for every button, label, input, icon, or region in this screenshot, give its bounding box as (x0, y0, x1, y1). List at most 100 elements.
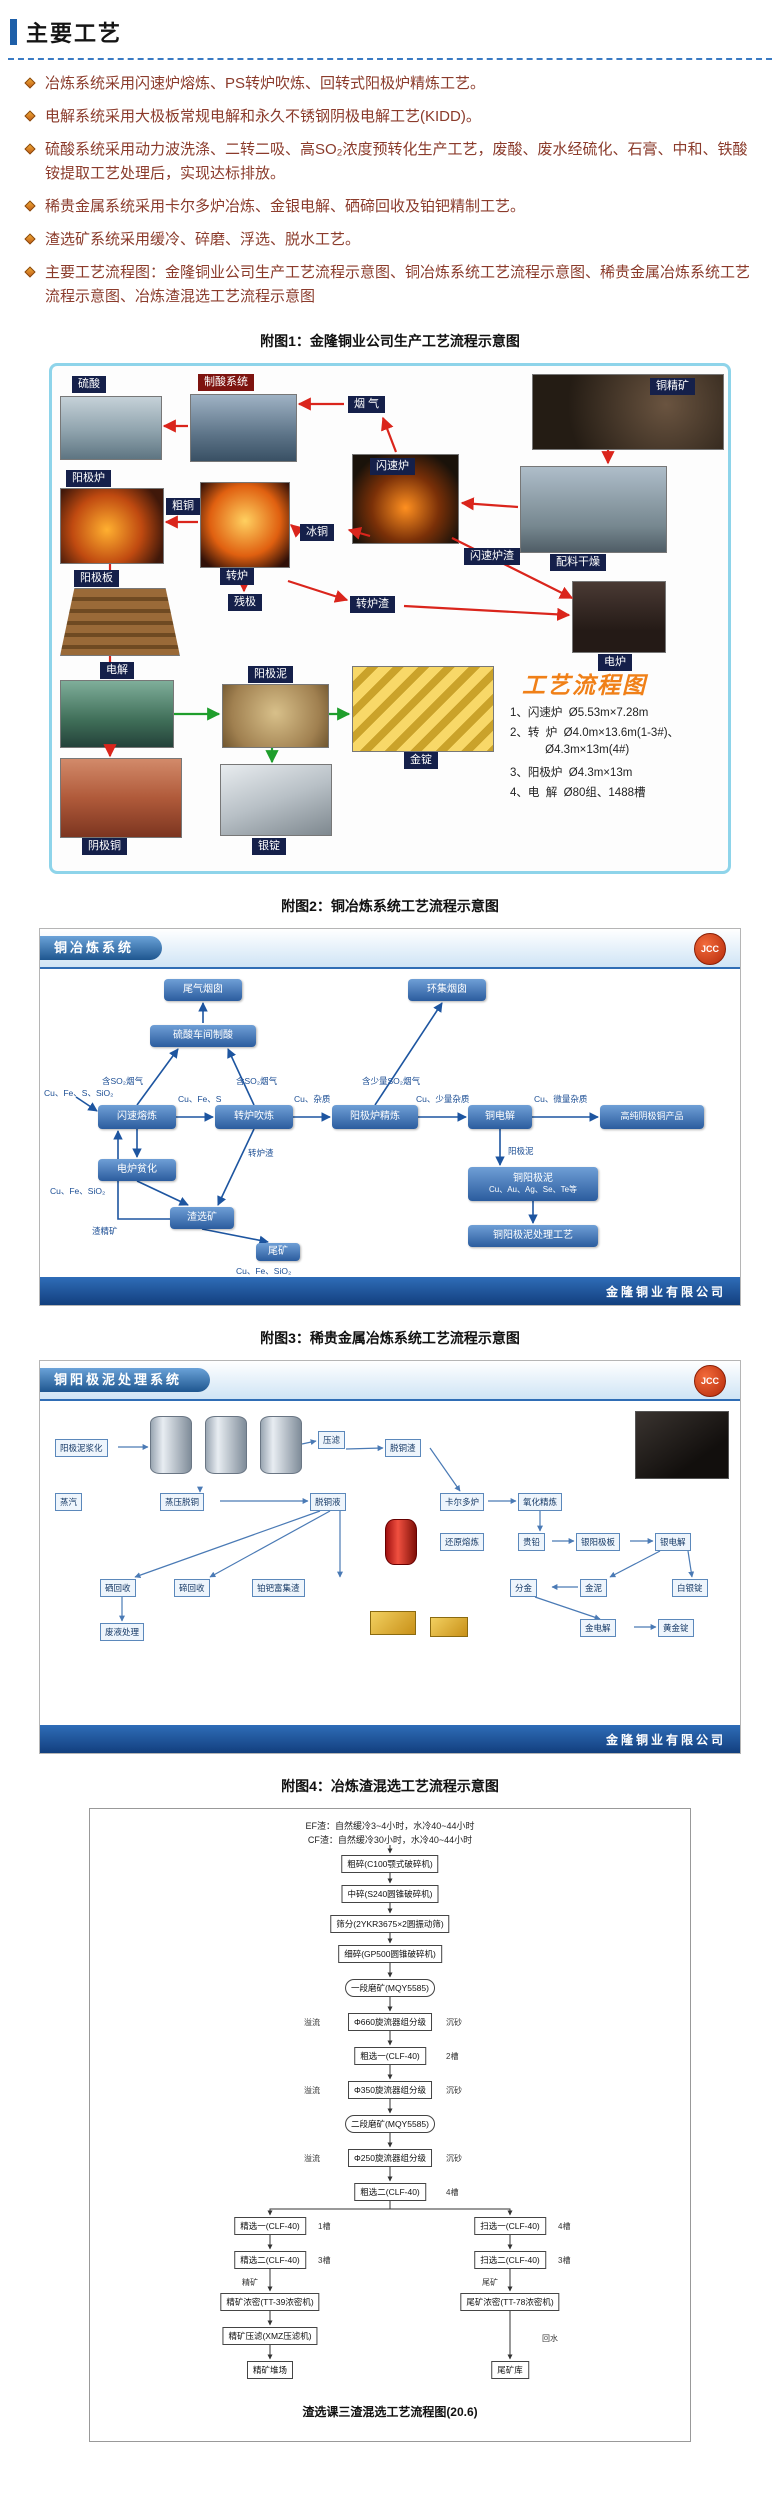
tag-scavenger2-cells: 3槽 (558, 2256, 571, 2265)
anode-slime-photo (222, 684, 329, 748)
jcc-logo: JCC (694, 1365, 726, 1397)
bullet-item: 硫酸系统采用动力波洗涤、二转二吸、高SO₂浓度预转化生产工艺，废酸、废水经硫化、… (24, 138, 760, 186)
box-oxidation-refining: 氧化精炼 (518, 1493, 563, 1511)
label-cu-impurity: Cu、杂质 (294, 1094, 331, 1104)
box-kaldo-furnace: 卡尔多炉 (440, 1493, 485, 1511)
tag-overflow-250: 溢流 (304, 2154, 320, 2163)
bullet-text: 主要工艺流程图：金隆铜业公司生产工艺流程示意图、铜冶炼系统工艺流程示意图、稀贵金… (45, 264, 751, 305)
sulfuric-acid-photo (60, 396, 162, 460)
node-concentrate-thickener: 精矿浓密(TT-39浓密机) (220, 2293, 320, 2311)
diamond-bullet-icon (24, 110, 36, 122)
label-cu-trace-impurity: Cu、微量杂质 (534, 1094, 588, 1104)
box-steam: 蒸汽 (55, 1493, 83, 1511)
tag-overflow-350: 溢流 (304, 2086, 320, 2095)
box-anode-slime-slurry: 阳极泥浆化 (55, 1439, 108, 1457)
box-waste-treatment: 废液处理 (100, 1623, 145, 1641)
anode-plate-photo (60, 588, 180, 656)
diamond-bullet-icon (24, 233, 36, 245)
figure3-footer: 金隆铜业有限公司 (40, 1725, 740, 1753)
bullet-text: 电解系统采用大极板常规电解和永久不锈钢阴极电解工艺(KIDD)。 (45, 108, 481, 125)
node-cyclone-350: Φ350旋流器组分级 (348, 2081, 432, 2099)
bullet-text: 稀贵金属系统采用卡尔多炉冶炼、金银电解、硒碲回收及铂钯精制工艺。 (45, 198, 526, 215)
node-cleaner-1: 精选一(CLF-40) (234, 2217, 306, 2235)
box-dore-metal: 贵铅 (518, 1533, 546, 1551)
box-env-stack: 环集烟囱 (408, 979, 486, 1001)
tag-cleaner2-cells: 3槽 (318, 2256, 331, 2265)
box-gold-electrolysis: 金电解 (580, 1619, 616, 1637)
figure2-caption: 附图2：铜冶炼系统工艺流程示意图 (281, 898, 499, 914)
spec-title: 工艺流程图 (522, 672, 647, 698)
bullet-list: 冶炼系统采用闪速炉熔炼、PS转炉吹炼、回转式阳极炉精炼工艺。 电解系统采用大极板… (0, 72, 780, 309)
node-cyclone-250: Φ250旋流器组分级 (348, 2149, 432, 2167)
box-tellurium-recovery: 碲回收 (174, 1579, 210, 1597)
box-cathode-product: 高纯阴极铜产品 (600, 1105, 704, 1129)
dashed-divider (8, 58, 772, 60)
box-anode-refining: 阳极炉精炼 (332, 1105, 418, 1129)
box-ef-dilution: 电炉贫化 (98, 1159, 176, 1181)
jcc-logo: JCC (694, 933, 726, 965)
acid-plant-photo (190, 394, 297, 462)
label-silver-ingot: 银锭 (252, 838, 286, 855)
figure2-header-title: 铜冶炼系统 (40, 936, 163, 960)
box-gold-ingot: 黄金锭 (658, 1619, 694, 1637)
diamond-bullet-icon (24, 266, 36, 278)
label-copper-concentrate: 铜精矿 (650, 378, 695, 395)
box-flash-smelting: 闪速熔炼 (98, 1105, 176, 1129)
copper-concentrate-photo (532, 374, 724, 450)
box-copper-anode-slime: 铜阳极泥 Cu、Au、Ag、Se、Te等 (468, 1167, 598, 1201)
label-anode-slime: 阳极泥 (508, 1146, 534, 1156)
label-gold-ingot: 金锭 (404, 752, 438, 769)
box-reduction-smelting: 还原熔炼 (440, 1533, 485, 1551)
node-primary-crushing: 粗碎(C100颚式破碎机) (341, 1855, 439, 1873)
box-silver-ingot: 白银锭 (672, 1579, 708, 1597)
spec-line: Ø4.3m×13m(4#) (510, 744, 630, 756)
spec-line: 1、闪速炉 Ø5.53m×7.28m (510, 707, 649, 719)
anode-slime-composition: Cu、Au、Ag、Se、Te等 (488, 1185, 578, 1195)
label-tail-comp: Cu、Fe、SiO₂ (236, 1266, 292, 1276)
spec-line: 2、转 炉 Ø4.0m×13.6m(1-3#)、 (510, 727, 680, 739)
node-concentrate-stockyard: 精矿堆场 (246, 2361, 294, 2379)
label-so2-gas-low: 含少量SO₂烟气 (362, 1076, 421, 1086)
box-slime-process: 铜阳极泥处理工艺 (468, 1225, 598, 1247)
label-converter-slag: 转炉渣 (248, 1148, 274, 1158)
label-anode-plate: 阳极板 (74, 570, 119, 587)
node-primary-grinding: 一段磨矿(MQY5585) (345, 1979, 435, 1997)
node-secondary-grinding: 二段磨矿(MQY5585) (345, 2115, 435, 2133)
label-acid-system: 制酸系统 (198, 374, 254, 391)
figure4-caption: 附图4：冶炼渣混选工艺流程示意图 (281, 1778, 499, 1794)
tag-underflow-660: 沉砂 (446, 2018, 462, 2027)
label-slag-concentrate: 渣精矿 (92, 1226, 118, 1236)
electrolysis-photo (60, 680, 174, 748)
box-decopper-solution: 脱铜液 (310, 1493, 346, 1511)
node-cyclone-660: Φ660旋流器组分级 (348, 2013, 432, 2031)
box-gold-parting: 分金 (510, 1579, 538, 1597)
figure4-inner-title: 渣选课三渣混选工艺流程图(20.6) (302, 2405, 478, 2419)
label-electrolysis: 电解 (100, 662, 134, 679)
gold-bars-shape (370, 1611, 416, 1635)
page-title: 主要工艺 (26, 21, 123, 46)
figure3-anode-slime-system: 铜阳极泥处理系统 JCC 金隆铜业有限公司 阳极泥浆化 压滤 蒸压脱铜 脱铜液 … (39, 1360, 741, 1754)
figure3-header-title: 铜阳极泥处理系统 (40, 1368, 211, 1392)
anode-furnace-photo (60, 488, 164, 564)
box-silver-electrolysis: 银电解 (655, 1533, 691, 1551)
label-flash-furnace: 闪速炉 (370, 458, 415, 475)
box-converter-blowing: 转炉吹炼 (215, 1105, 293, 1129)
autoclave-tank (260, 1416, 302, 1474)
node-fine-crushing: 细碎(GP500圆锥破碎机) (338, 1945, 442, 1963)
node-rougher-2: 粗选二(CLF-40) (354, 2183, 426, 2201)
slurry-tank (150, 1416, 192, 1474)
node-scavenger-2: 扫选二(CLF-40) (474, 2251, 546, 2269)
diamond-bullet-icon (24, 143, 36, 155)
electric-furnace-photo (572, 581, 666, 653)
bullet-item: 冶炼系统采用闪速炉熔炼、PS转炉吹炼、回转式阳极炉精炼工艺。 (24, 72, 760, 96)
node-concentrate-filter: 精矿压滤(XMZ压滤机) (222, 2327, 318, 2345)
tag-overflow-660: 溢流 (304, 2018, 320, 2027)
box-filter-press: 压滤 (318, 1431, 346, 1449)
title-accent-bar (10, 19, 17, 45)
box-gold-mud: 金泥 (580, 1579, 608, 1597)
box-copper-electrolysis: 铜电解 (468, 1105, 532, 1129)
label-feed: Cu、Fe、S、SiO₂ (44, 1088, 114, 1098)
label-cathode-copper: 阴极铜 (82, 838, 127, 855)
label-cu-low-impurity: Cu、少量杂质 (416, 1094, 470, 1104)
bullet-item: 电解系统采用大极板常规电解和永久不锈钢阴极电解工艺(KIDD)。 (24, 105, 760, 129)
